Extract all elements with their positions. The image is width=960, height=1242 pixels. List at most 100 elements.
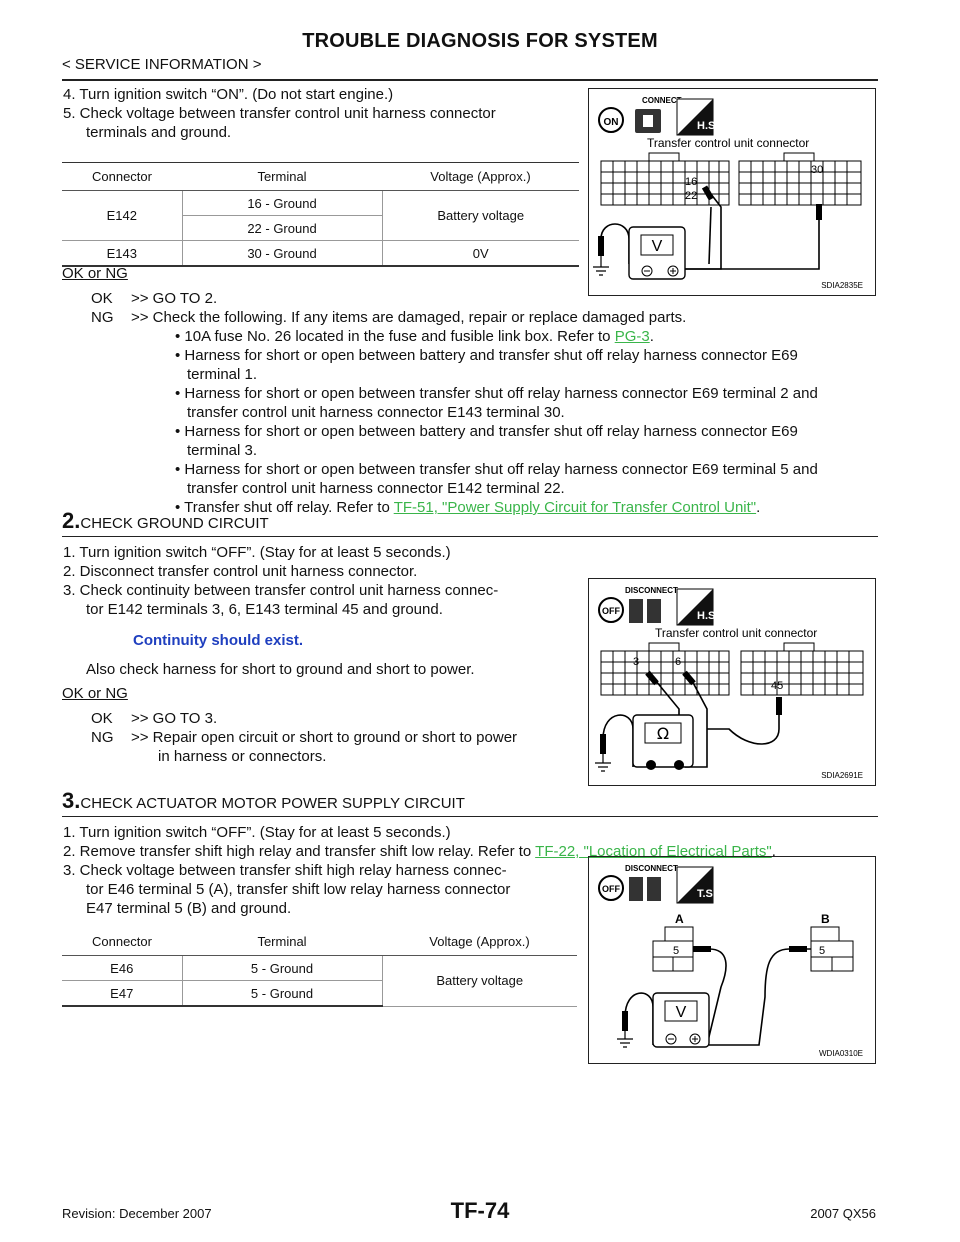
step-3-rule <box>62 816 878 817</box>
connector-caption: Transfer control unit connector <box>647 136 809 150</box>
probe-tip <box>693 946 711 952</box>
probe-tip <box>701 185 715 201</box>
connector-b-label: B <box>821 912 830 926</box>
connector-e142 <box>600 152 730 206</box>
ts-badge: T.S. <box>676 866 716 904</box>
link-tf-51[interactable]: TF-51, "Power Supply Circuit for Transfe… <box>393 499 757 516</box>
text: . <box>771 843 776 860</box>
instruction: 3. Check continuity between transfer con… <box>63 582 499 599</box>
instruction-note: Also check harness for short to ground a… <box>86 661 475 678</box>
step-2-rule <box>62 536 878 537</box>
ok-label: OK <box>91 290 113 307</box>
ok-result: >> GO TO 2. <box>131 290 218 307</box>
continuity-check-diagram: OFF DISCONNECT H.S. Transfer control uni… <box>588 578 876 786</box>
table-cell: 5 - Ground <box>182 955 383 981</box>
table-cell: 5 - Ground <box>182 980 383 1007</box>
ok-result: >> GO TO 3. <box>131 710 218 727</box>
terminal-16-label: 16 <box>685 176 697 188</box>
voltage-spec-table-2: Connector Terminal Voltage (Approx.) E46… <box>62 928 577 1007</box>
ok-or-ng-heading: OK or NG <box>62 685 128 702</box>
meter-symbol: V <box>676 1004 687 1021</box>
connect-text: CONNECT <box>642 96 682 105</box>
step-3-heading: 3.CHECK ACTUATOR MOTOR POWER SUPPLY CIRC… <box>62 788 465 814</box>
table-cell: 16 - Ground <box>182 190 383 216</box>
check-item-3: • Harness for short or open between tran… <box>175 385 818 402</box>
link-pg-3[interactable]: PG-3 <box>614 328 650 345</box>
instruction-cont: E47 terminal 5 (B) and ground. <box>86 900 292 917</box>
probe-tip <box>776 697 782 715</box>
ng-label: NG <box>91 309 114 326</box>
instruction: 1. Turn ignition switch “OFF”. (Stay for… <box>63 544 451 561</box>
col-voltage: Voltage (Approx.) <box>382 928 577 956</box>
vehicle-model: 2007 QX56 <box>810 1206 876 1221</box>
table-cell: Battery voltage <box>382 955 577 1007</box>
hs-text: H.S. <box>697 610 718 622</box>
col-connector: Connector <box>62 162 182 191</box>
terminal-3-label: 3 <box>633 656 639 668</box>
ng-result: >> Check the following. If any items are… <box>131 309 687 326</box>
table-cell: 0V <box>382 240 579 267</box>
header-rule <box>62 79 878 81</box>
probe-tip <box>645 670 659 686</box>
off-text: OFF <box>602 606 620 616</box>
hs-text: H.S. <box>697 120 718 132</box>
revision-date: Revision: December 2007 <box>62 1206 212 1221</box>
check-item-4-cont: terminal 3. <box>187 442 258 459</box>
ground-icon <box>617 1031 633 1048</box>
col-terminal: Terminal <box>182 162 382 191</box>
off-text: OFF <box>602 884 620 894</box>
relay-connector-e47 <box>810 926 854 972</box>
page-title: TROUBLE DIAGNOSIS FOR SYSTEM <box>302 30 658 52</box>
voltmeter-icon: V <box>652 992 710 1048</box>
instruction-5: 5. Check voltage between transfer contro… <box>63 105 496 122</box>
terminal-6-label: 6 <box>675 656 681 668</box>
text: • 10A fuse No. 26 located in the fuse an… <box>175 328 615 345</box>
check-item-5-cont: transfer control unit harness connector … <box>187 480 565 497</box>
meter-symbol: Ω <box>657 724 669 743</box>
table-cell: E47 <box>62 980 183 1007</box>
probe-wires <box>600 188 820 270</box>
disconnect-text: DISCONNECT <box>625 586 678 595</box>
ground-icon <box>593 256 609 276</box>
ground-icon <box>595 754 611 772</box>
col-voltage: Voltage (Approx.) <box>382 162 579 191</box>
check-item-5: • Harness for short or open between tran… <box>175 461 818 478</box>
ok-label: OK <box>91 710 113 727</box>
page-number: TF-74 <box>450 1198 510 1223</box>
disconnect-off-icon: OFF DISCONNECT <box>598 586 678 623</box>
figure-code: SDIA2835E <box>821 281 863 290</box>
check-item-fuse: • 10A fuse No. 26 located in the fuse an… <box>175 327 654 346</box>
instruction-cont: tor E46 terminal 5 (A), transfer shift l… <box>86 881 511 898</box>
check-item-2-cont: terminal 1. <box>187 366 258 383</box>
connector-e142 <box>600 642 730 696</box>
ng-label: NG <box>91 729 114 746</box>
terminal-5b-label: 5 <box>819 945 825 957</box>
probe-tip <box>789 946 807 952</box>
voltage-spec-table-1: Connector Terminal Voltage (Approx.) E14… <box>62 162 579 267</box>
figure-code: WDIA0310E <box>819 1049 863 1058</box>
table-cell: Battery voltage <box>382 190 579 241</box>
probe-tip <box>600 734 606 754</box>
text: . <box>756 499 761 516</box>
connector-e143 <box>738 152 862 206</box>
figure-code: SDIA2691E <box>821 771 863 780</box>
col-terminal: Terminal <box>182 928 382 956</box>
ohmmeter-icon: Ω <box>632 714 694 770</box>
link-tf-22[interactable]: TF-22, "Location of Electrical Parts" <box>535 843 772 860</box>
connect-on-icon: ON CONNECT <box>598 96 682 133</box>
terminal-5a-label: 5 <box>673 945 679 957</box>
probe-tip <box>598 236 604 256</box>
probe-tip <box>622 1011 628 1031</box>
spec-value: Continuity should exist. <box>133 632 304 649</box>
check-item-4: • Harness for short or open between batt… <box>175 423 798 440</box>
connector-a-label: A <box>675 912 684 926</box>
connector-e143 <box>740 642 864 696</box>
voltmeter-icon: V <box>628 226 686 280</box>
terminal-30-label: 30 <box>811 164 823 176</box>
hs-badge: H.S. <box>676 588 718 626</box>
check-item-2: • Harness for short or open between batt… <box>175 347 798 364</box>
ng-result-cont: in harness or connectors. <box>158 748 327 765</box>
relay-voltage-diagram: OFF DISCONNECT T.S. A B 5 5 V WDI <box>588 856 876 1064</box>
probe-tip <box>682 670 696 686</box>
relay-connector-e46 <box>652 926 694 972</box>
